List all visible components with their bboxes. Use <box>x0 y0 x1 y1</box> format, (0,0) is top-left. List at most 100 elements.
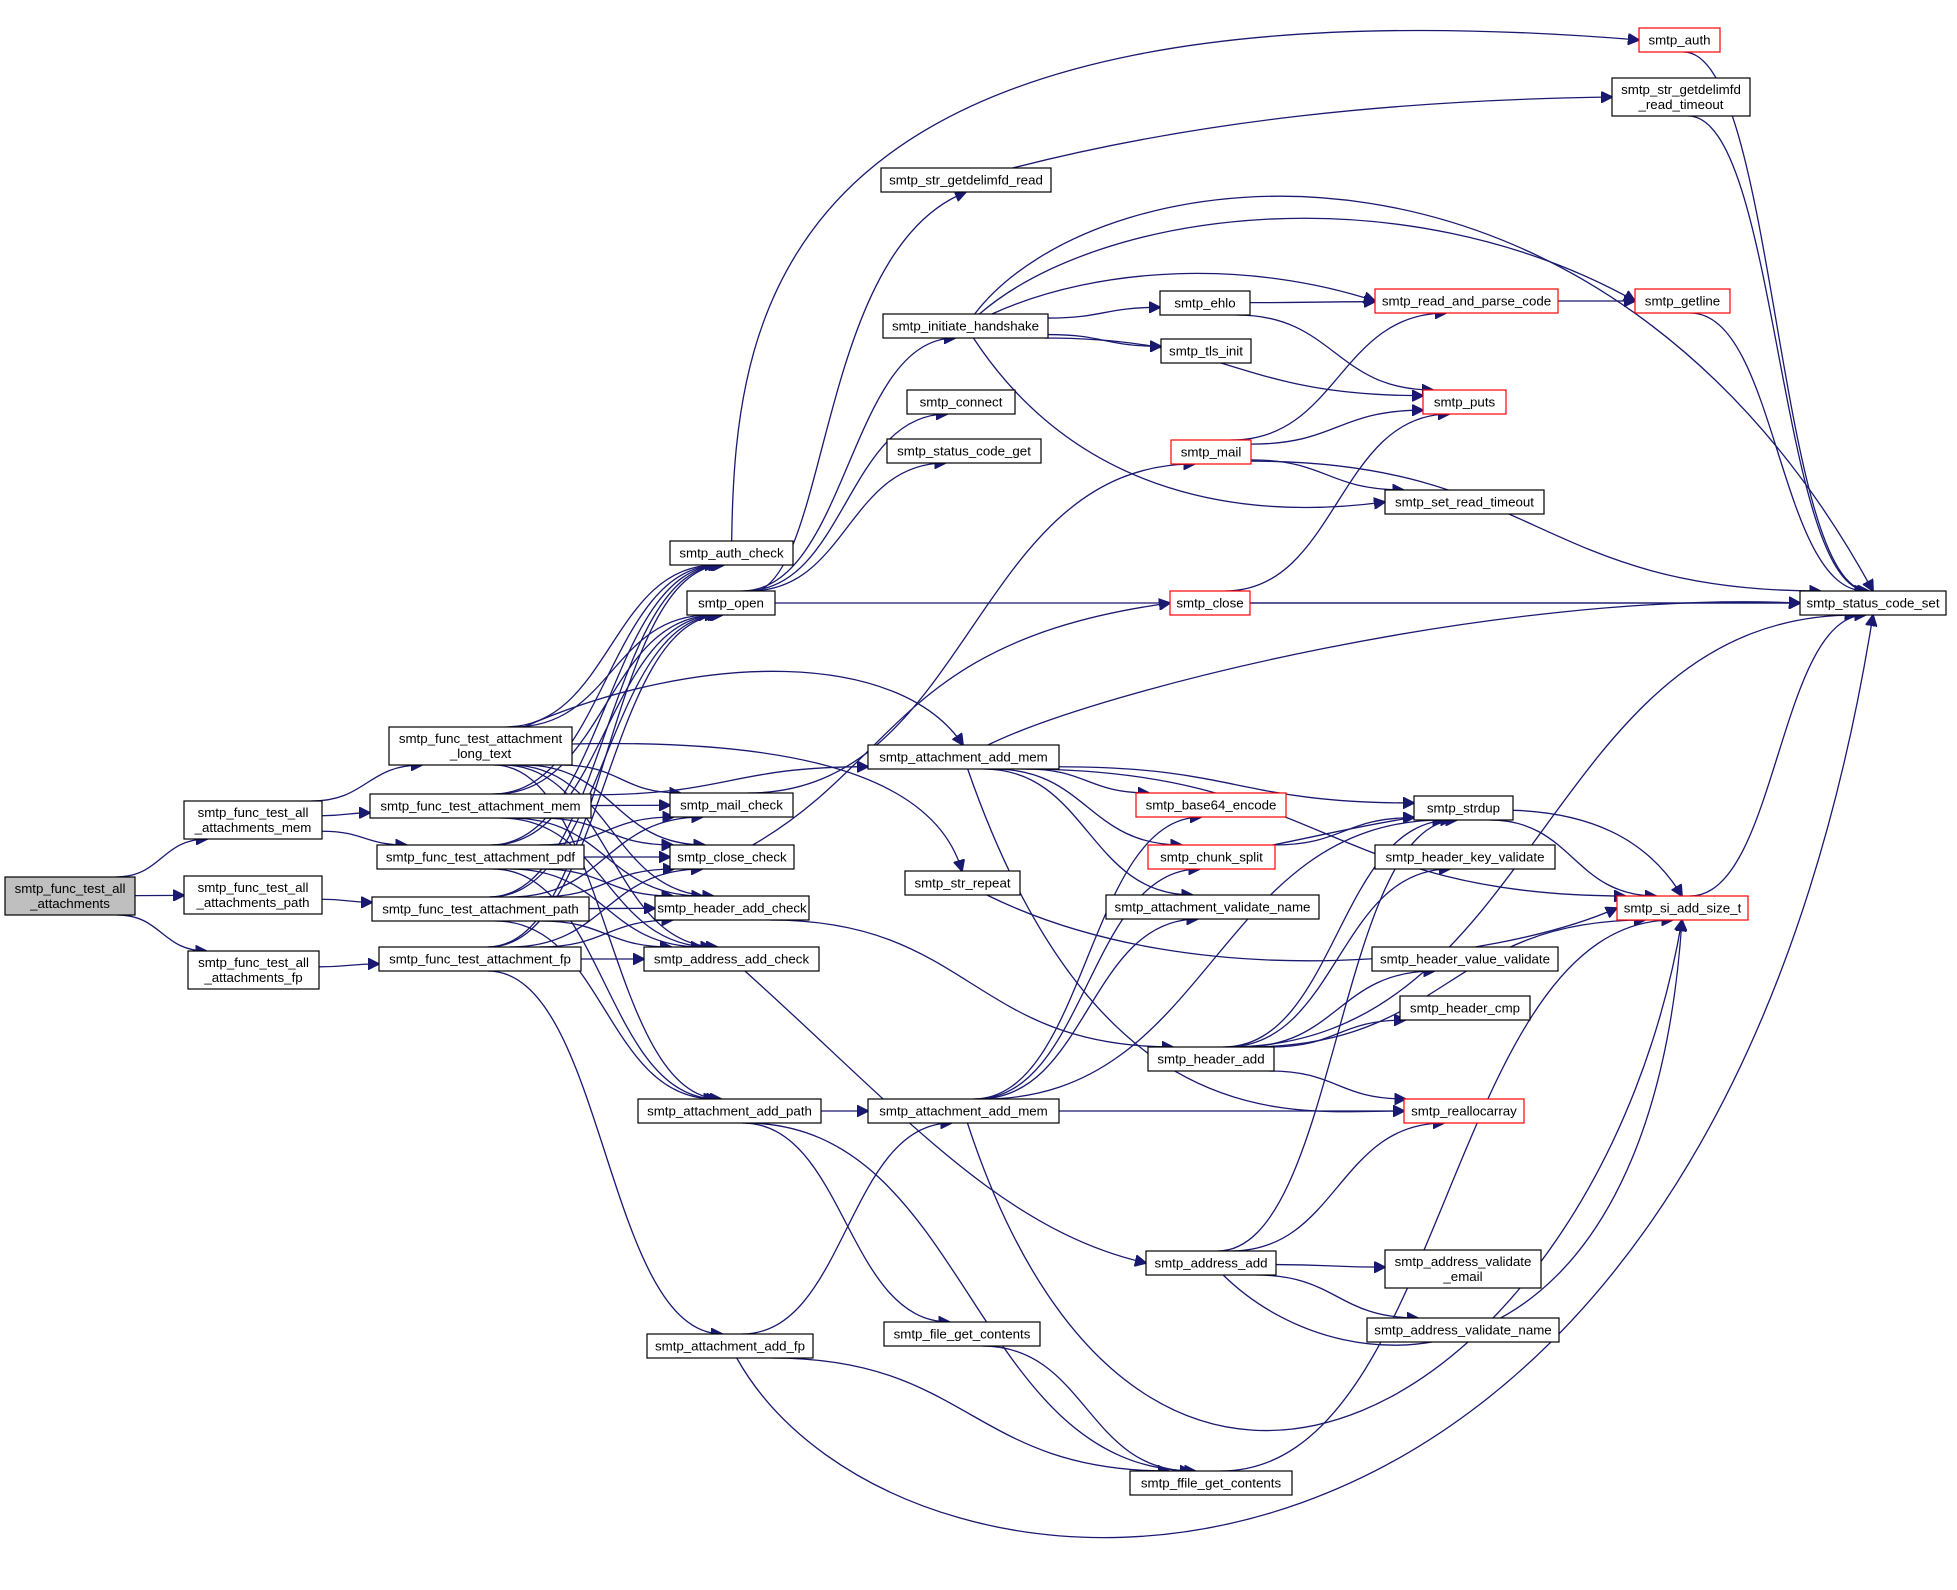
node-n24[interactable]: smtp_file_get_contents <box>883 1321 1041 1347</box>
edge-n14-to-n33 <box>744 970 1146 1263</box>
edge-n47-to-n49 <box>1690 312 1865 591</box>
node-n11[interactable]: smtp_mail_check <box>669 792 794 818</box>
node-n19[interactable]: smtp_connect <box>906 389 1016 415</box>
node-n22[interactable]: smtp_str_repeat <box>904 870 1021 896</box>
node-n12[interactable]: smtp_close_check <box>669 844 795 870</box>
node-box <box>883 1321 1041 1347</box>
node-n0[interactable]: smtp_func_test_all_attachments <box>4 876 136 916</box>
edge-n4-to-n13 <box>509 764 713 896</box>
edge-n21-to-n38 <box>1058 766 1414 803</box>
node-n18[interactable]: smtp_initiate_handshake <box>882 313 1049 339</box>
node-box <box>882 313 1049 339</box>
node-box <box>371 896 590 922</box>
edge-n1-to-n5 <box>321 813 370 816</box>
node-box <box>906 389 1016 415</box>
edge-n25-to-n36 <box>1236 314 1433 390</box>
node-box <box>904 870 1021 896</box>
edge-n5-to-n9 <box>492 565 719 795</box>
node-n47[interactable]: smtp_getline <box>1634 288 1731 314</box>
edge-n1-to-n6 <box>321 830 407 845</box>
node-box <box>1413 795 1514 821</box>
node-box <box>1374 288 1559 314</box>
node-n31[interactable]: smtp_attachment_validate_name <box>1105 894 1320 920</box>
edge-n7-to-n9 <box>488 565 723 898</box>
edge-n10-to-n19 <box>744 414 948 592</box>
node-box <box>1170 439 1252 465</box>
node-n2[interactable]: smtp_func_test_all_attachments_path <box>183 875 323 915</box>
node-n4[interactable]: smtp_func_test_attachment_long_text <box>388 726 573 766</box>
node-n44[interactable]: smtp_address_validate_name <box>1366 1317 1560 1343</box>
node-n29[interactable]: smtp_base64_encode <box>1135 792 1287 818</box>
node-n20[interactable]: smtp_status_code_get <box>886 438 1042 464</box>
node-label: smtp_func_test_all <box>15 881 126 896</box>
edge-n16-to-n49 <box>736 615 1873 1539</box>
node-n17[interactable]: smtp_str_getdelimfd_read <box>880 167 1052 193</box>
node-n6[interactable]: smtp_func_test_attachment_pdf <box>376 844 585 870</box>
edge-n7-to-n12 <box>538 869 674 898</box>
node-n36[interactable]: smtp_puts <box>1422 389 1507 415</box>
node-n49[interactable]: smtp_status_code_set <box>1799 590 1947 616</box>
node-n9[interactable]: smtp_auth_check <box>669 540 794 566</box>
node-n27[interactable]: smtp_mail <box>1170 439 1252 465</box>
node-n45[interactable]: smtp_auth <box>1638 27 1721 53</box>
node-n34[interactable]: smtp_ffile_get_contents <box>1129 1470 1293 1496</box>
node-n37[interactable]: smtp_set_read_timeout <box>1384 489 1545 515</box>
edge-n18-to-n35 <box>991 272 1375 315</box>
node-label: smtp_close_check <box>677 850 787 865</box>
node-box <box>1371 946 1559 972</box>
node-label: smtp_ehlo <box>1174 296 1235 311</box>
node-box <box>643 946 820 972</box>
node-n23[interactable]: smtp_attachment_add_mem <box>867 1098 1060 1124</box>
node-n38[interactable]: smtp_strdup <box>1413 795 1514 821</box>
node-box <box>4 876 136 916</box>
node-n3[interactable]: smtp_func_test_all_attachments_fp <box>187 950 320 990</box>
edge-n18-to-n25 <box>1047 307 1160 319</box>
edge-n30-to-n38 <box>1273 818 1414 846</box>
edge-n6-to-n11 <box>538 817 673 846</box>
node-n13[interactable]: smtp_header_add_check <box>654 895 810 921</box>
node-n10[interactable]: smtp_open <box>686 590 776 616</box>
node-label: smtp_mail <box>1181 445 1242 460</box>
node-n8[interactable]: smtp_func_test_attachment_fp <box>378 946 582 972</box>
edge-n16-to-n23 <box>741 1123 952 1335</box>
edge-n33-to-n38 <box>1217 820 1457 1252</box>
node-n30[interactable]: smtp_chunk_split <box>1147 844 1276 870</box>
node-box <box>1403 1098 1525 1124</box>
edge-n4-to-n10 <box>513 615 710 728</box>
edge-n23-to-n29 <box>973 817 1201 1100</box>
node-n28[interactable]: smtp_close <box>1169 590 1251 616</box>
node-n14[interactable]: smtp_address_add_check <box>643 946 820 972</box>
edge-n15-to-n34 <box>745 1122 1195 1471</box>
node-n5[interactable]: smtp_func_test_attachment_mem <box>369 793 592 819</box>
node-n35[interactable]: smtp_read_and_parse_code <box>1374 288 1559 314</box>
node-n48[interactable]: smtp_si_add_size_t <box>1616 895 1749 921</box>
node-n25[interactable]: smtp_ehlo <box>1159 290 1251 316</box>
node-box <box>1169 590 1251 616</box>
node-label: smtp_func_test_attachment_fp <box>389 952 571 967</box>
node-label: smtp_func_test_all <box>198 955 309 970</box>
edge-n1-to-n4 <box>311 765 422 802</box>
node-label: smtp_header_add_check <box>657 901 807 916</box>
node-n16[interactable]: smtp_attachment_add_fp <box>646 1333 814 1359</box>
edge-n9-to-n45 <box>731 29 1639 542</box>
node-label: smtp_set_read_timeout <box>1395 495 1534 510</box>
node-n46[interactable]: smtp_str_getdelimfd_read_timeout <box>1611 77 1751 117</box>
node-n43[interactable]: smtp_address_validate_email <box>1384 1249 1542 1289</box>
node-n40[interactable]: smtp_header_value_validate <box>1371 946 1559 972</box>
node-n26[interactable]: smtp_tls_init <box>1160 338 1252 364</box>
node-n41[interactable]: smtp_header_cmp <box>1399 995 1531 1021</box>
edge-n10-to-n18 <box>741 338 955 592</box>
node-n33[interactable]: smtp_address_add <box>1145 1250 1277 1276</box>
node-n32[interactable]: smtp_header_add <box>1147 1046 1275 1072</box>
node-n7[interactable]: smtp_func_test_attachment_path <box>371 896 590 922</box>
node-n39[interactable]: smtp_header_key_validate <box>1374 844 1556 870</box>
node-box <box>669 844 795 870</box>
edge-n23-to-n48 <box>966 920 1682 1432</box>
edge-n12-to-n28 <box>752 603 1170 846</box>
node-label: smtp_mail_check <box>680 798 783 813</box>
edge-n25-to-n35 <box>1249 302 1375 303</box>
node-n1[interactable]: smtp_func_test_all_attachments_mem <box>183 800 323 840</box>
node-n42[interactable]: smtp_reallocarray <box>1403 1098 1525 1124</box>
node-n21[interactable]: smtp_attachment_add_mem <box>867 744 1060 770</box>
node-n15[interactable]: smtp_attachment_add_path <box>637 1098 822 1124</box>
